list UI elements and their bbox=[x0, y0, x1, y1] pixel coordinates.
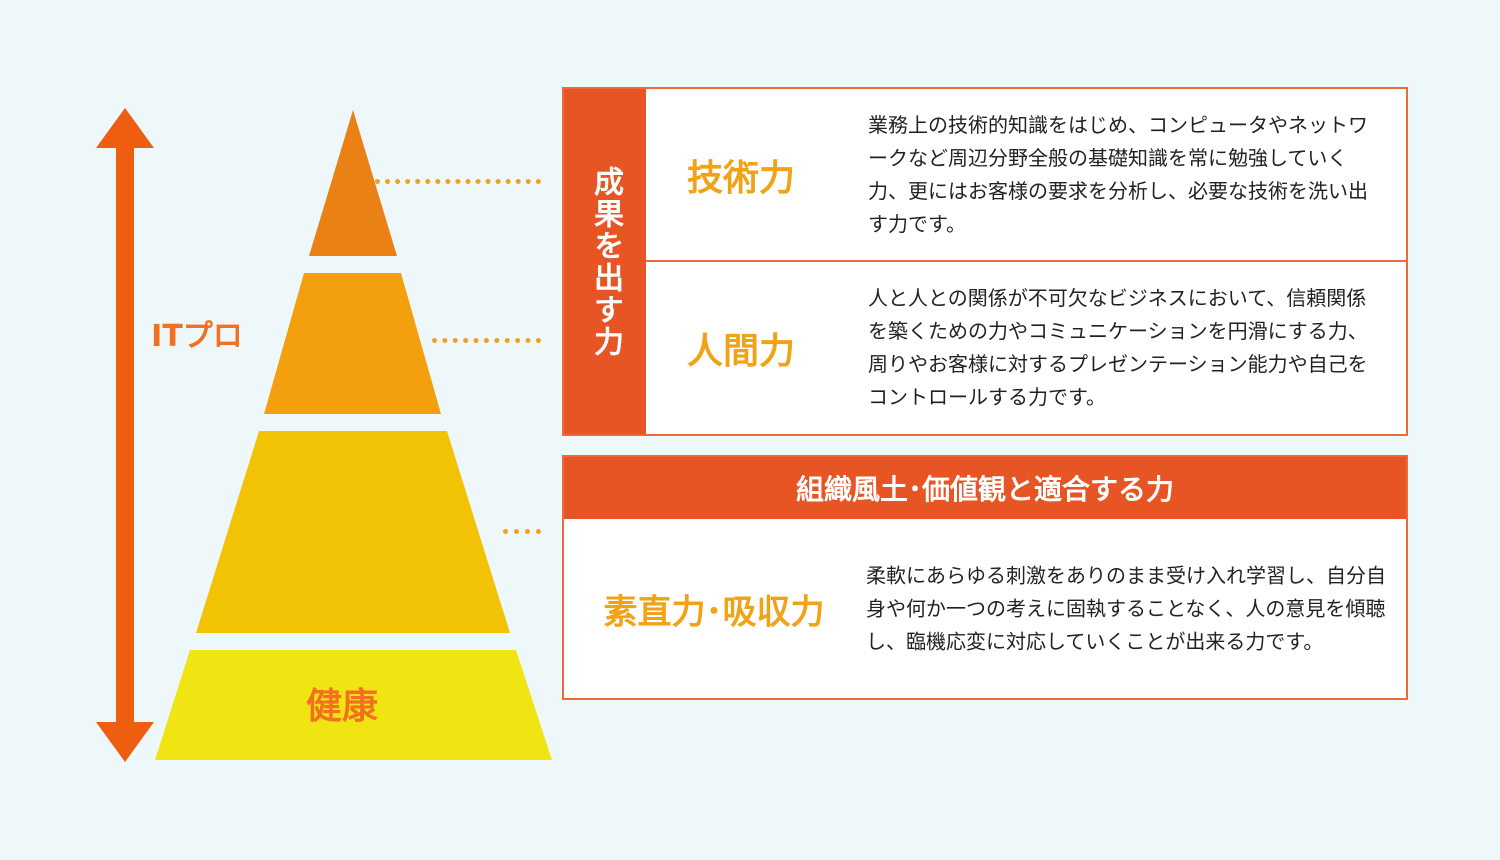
connector-dots-3 bbox=[503, 529, 541, 534]
axis-label: ITプロ bbox=[151, 319, 243, 354]
skill-description-technical: 業務上の技術的知識をはじめ、コンピュータやネットワークなど周辺分野全般の基礎知識… bbox=[868, 112, 1368, 236]
connector-dots-1 bbox=[375, 179, 541, 184]
skill-title-human: 人間力 bbox=[686, 331, 795, 372]
skill-row-technical: 技術力 業務上の技術的知識をはじめ、コンピュータやネットワークなど周辺分野全般の… bbox=[646, 89, 1406, 262]
arrow-shaft bbox=[116, 146, 134, 724]
pyramid-level-2 bbox=[264, 273, 441, 414]
skill-description-adaptability: 柔軟にあらゆる刺激をありのまま受け入れ学習し、自分自身や何か一つの考えに固執する… bbox=[866, 563, 1386, 653]
connector-dots-2 bbox=[432, 338, 541, 343]
skill-description-human: 人と人との関係が不可欠なビジネスにおいて、信頼関係を築くための力やコミュニケーシ… bbox=[868, 286, 1368, 409]
lower-skill-box: 組織風土･価値観と適合する力 素直力･吸収力 柔軟にあらゆる刺激をありのまま受け… bbox=[562, 455, 1408, 700]
lower-box-header: 組織風土･価値観と適合する力 bbox=[564, 457, 1406, 519]
arrow-head-bottom bbox=[96, 722, 154, 762]
upper-skill-box: 成果を出す力 技術力 業務上の技術的知識をはじめ、コンピュータやネットワークなど… bbox=[562, 87, 1408, 436]
pyramid-level-3 bbox=[196, 431, 510, 633]
pyramid-level-top bbox=[309, 110, 397, 256]
pyramid-base-label: 健康 bbox=[306, 685, 378, 727]
lower-box-content: 素直力･吸収力 柔軟にあらゆる刺激をありのまま受け入れ学習し、自分自身や何か一つ… bbox=[564, 519, 1406, 698]
skill-title-adaptability: 素直力･吸収力 bbox=[603, 592, 825, 632]
arrow-head-top bbox=[96, 108, 154, 148]
skill-row-human: 人間力 人と人との関係が不可欠なビジネスにおいて、信頼関係を築くための力やコミュ… bbox=[646, 262, 1406, 434]
upper-box-band: 成果を出す力 bbox=[564, 89, 646, 434]
skill-title-technical: 技術力 bbox=[686, 157, 795, 199]
upper-box-band-label: 成果を出す力 bbox=[588, 165, 623, 358]
pyramid-level-base bbox=[155, 650, 552, 760]
